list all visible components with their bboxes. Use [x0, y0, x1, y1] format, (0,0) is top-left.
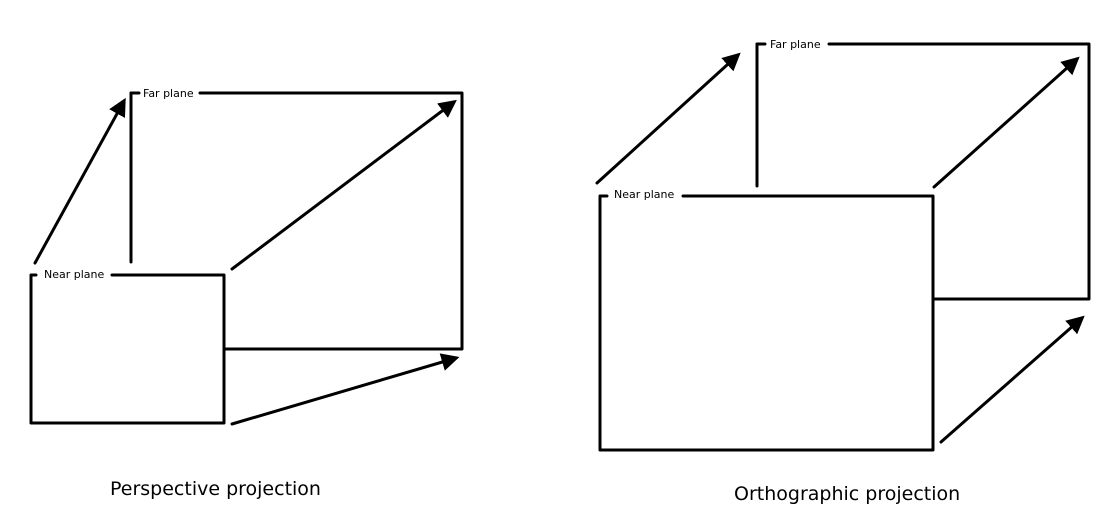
orthographic-caption: Orthographic projection	[734, 483, 960, 505]
orthographic-near-plane-label: Near plane	[614, 188, 675, 201]
orthographic-far-plane	[827, 42, 1091, 301]
perspective-caption: Perspective projection	[110, 478, 321, 500]
perspective-arrow-top-right	[230, 99, 457, 271]
perspective-far-plane	[198, 91, 464, 351]
perspective-arrow-top-left	[33, 97, 126, 265]
perspective-arrow-bottom-right	[230, 353, 460, 426]
orthographic-near-plane	[598, 194, 935, 452]
orthographic-arrow-top-left	[595, 52, 741, 185]
orthographic-arrow-top-right	[932, 56, 1080, 189]
orthographic-diagram: Far plane Near plane Orthographic projec…	[595, 38, 1091, 505]
perspective-near-plane	[29, 273, 226, 425]
perspective-far-plane-label: Far plane	[143, 87, 194, 100]
perspective-diagram: Far plane Near plane Perspective project…	[29, 87, 464, 500]
orthographic-arrow-bottom-right	[939, 315, 1085, 444]
orthographic-far-plane-label: Far plane	[770, 38, 821, 51]
perspective-near-plane-label: Near plane	[44, 268, 105, 281]
